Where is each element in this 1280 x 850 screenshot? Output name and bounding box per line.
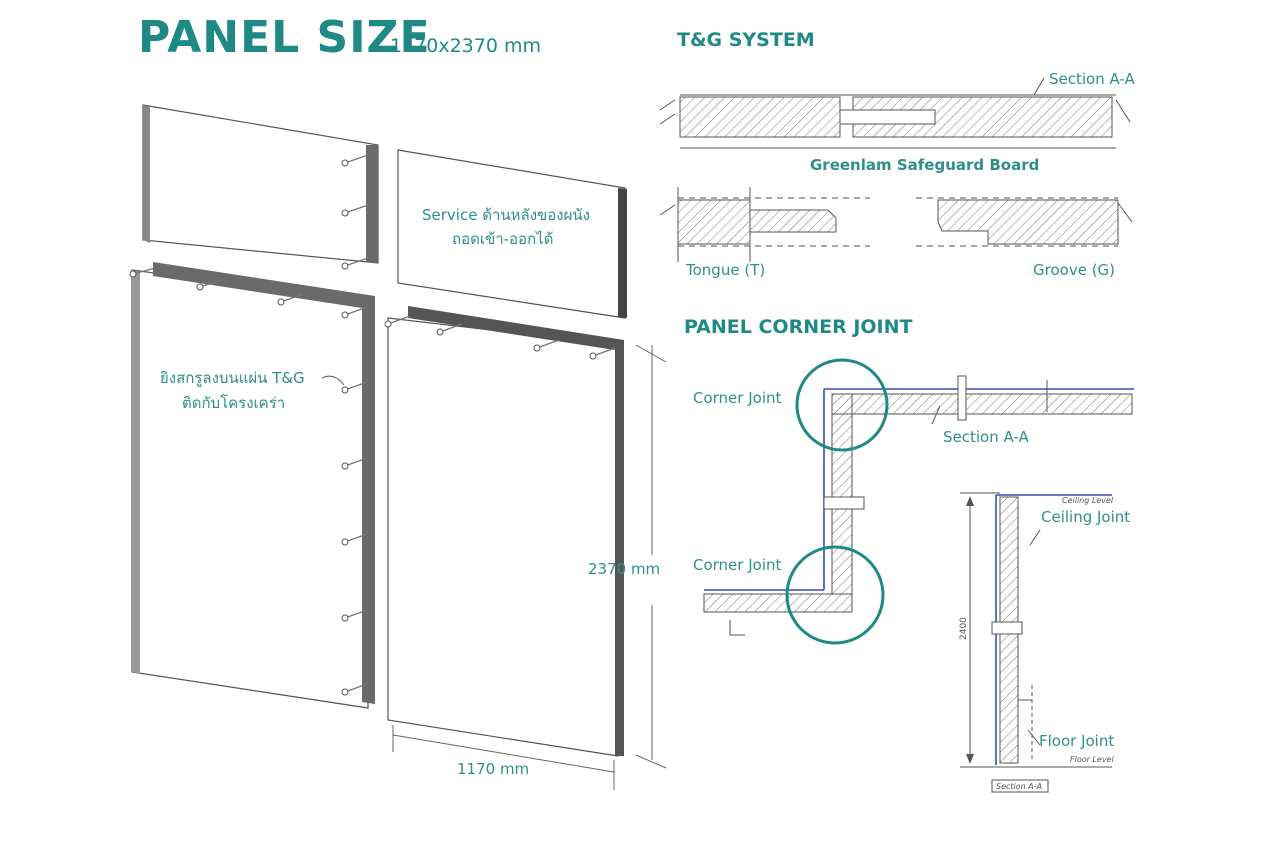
corner-section-label: Section A-A xyxy=(943,428,1030,446)
fix-note-line2: ติดกับโครงเคร่า xyxy=(182,394,285,412)
floor-level-label: Floor Level xyxy=(1070,755,1114,764)
elevation-section xyxy=(960,492,1112,793)
tongue-label: Tongue (T) xyxy=(685,261,765,279)
groove-label: Groove (G) xyxy=(1033,261,1115,279)
width-dimension xyxy=(392,725,615,790)
fix-note-line1: ยิงสกรูลงบนแผ่น T&G xyxy=(160,369,305,387)
floor-joint-label: Floor Joint xyxy=(1039,732,1114,750)
height-dimension xyxy=(635,344,667,769)
corner-plan-section xyxy=(703,375,1134,636)
corner-joint-bottom-label: Corner Joint xyxy=(693,556,782,574)
tg-board-label: Greenlam Safeguard Board xyxy=(810,156,1039,174)
panel-top-left xyxy=(142,104,379,270)
tg-system-title: T&G SYSTEM xyxy=(677,29,815,51)
service-note-line2: ถอดเข้า-ออกได้ xyxy=(452,230,553,248)
width-dimension-label: 1170 mm xyxy=(457,760,529,778)
tg-separated-section xyxy=(659,187,1133,262)
corner-highlight-top xyxy=(795,358,889,452)
ceiling-joint-label: Ceiling Joint xyxy=(1041,508,1130,526)
ceiling-level-label: Ceiling Level xyxy=(1062,496,1114,505)
height-dimension-label: 2370 mm xyxy=(588,560,660,578)
dim-2400-label: 2400 xyxy=(959,617,969,640)
panel-top-right xyxy=(397,149,627,319)
tg-section-label: Section A-A xyxy=(1049,70,1136,88)
panel-bottom-right xyxy=(384,306,624,757)
corner-joint-title: PANEL CORNER JOINT xyxy=(684,316,913,338)
page-title: PANEL SIZE xyxy=(138,12,431,63)
corner-joint-top-label: Corner Joint xyxy=(693,389,782,407)
panel-size-value: 1170x2370 mm xyxy=(390,35,541,57)
corner-highlight-bottom xyxy=(785,545,885,645)
service-note-line1: Service ด้านหลังของผนัง xyxy=(422,206,590,224)
panel-bottom-left xyxy=(129,262,375,709)
section-box-label: Section A-A xyxy=(996,782,1042,791)
tg-joined-section xyxy=(659,94,1131,149)
